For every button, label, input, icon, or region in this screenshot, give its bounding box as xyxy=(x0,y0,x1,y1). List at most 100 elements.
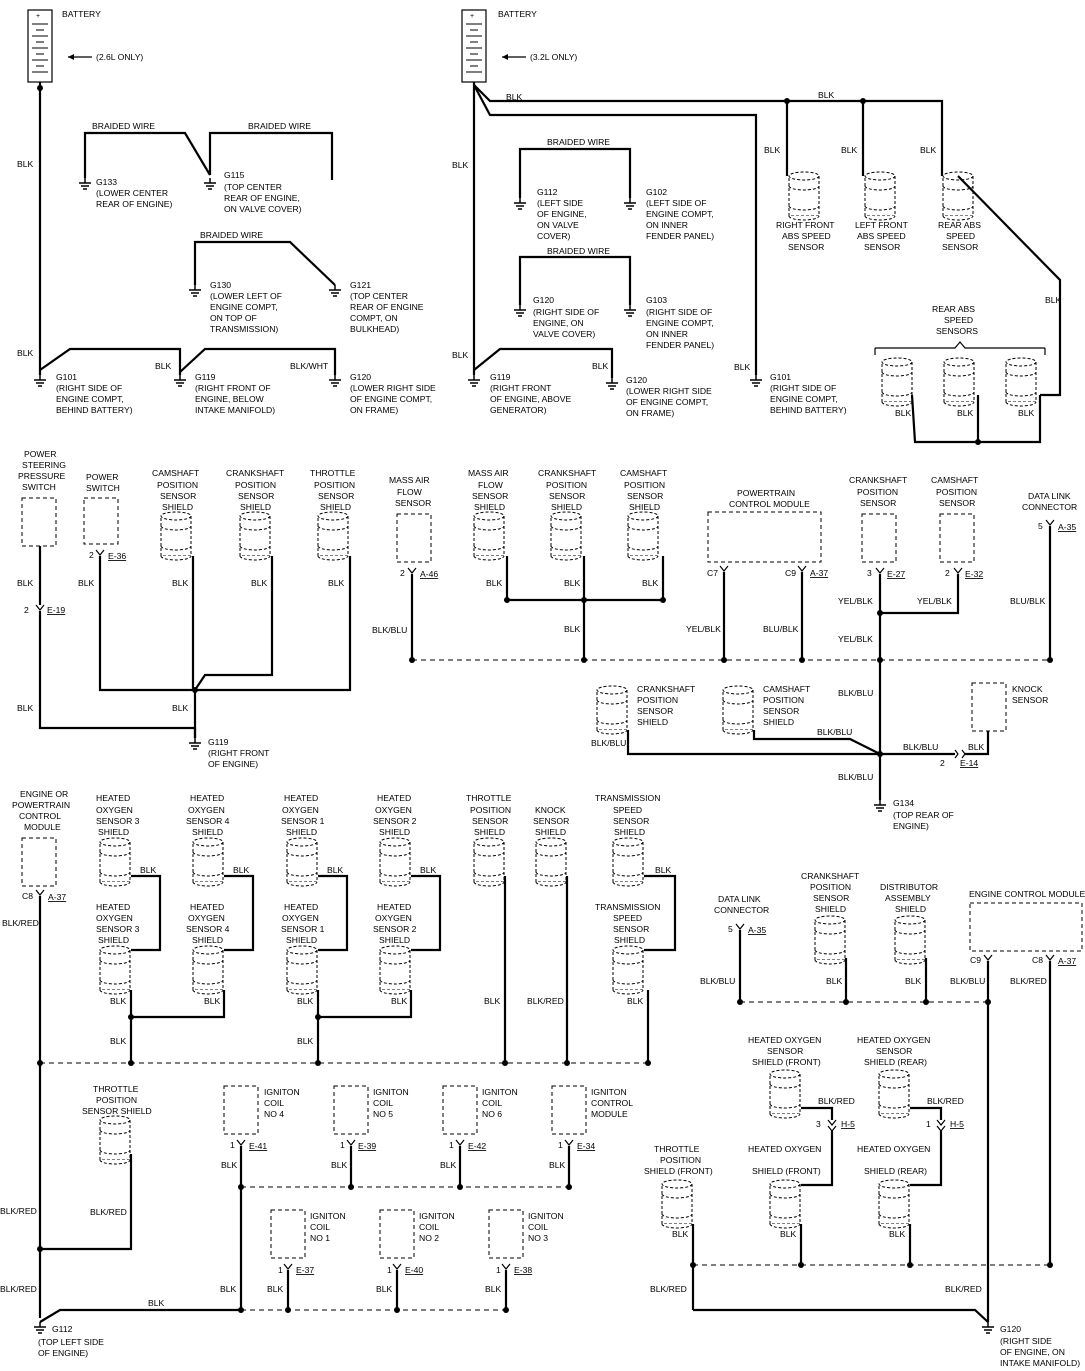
svg-text:SENSOR: SENSOR xyxy=(627,491,663,501)
svg-text:SHIELD: SHIELD xyxy=(98,935,129,945)
svg-text:+: + xyxy=(36,13,40,20)
ground-g120-a: G120 (LOWER RIGHT SIDE OF ENGINE COMPT, … xyxy=(350,372,436,415)
svg-text:BLK: BLK xyxy=(267,1284,284,1294)
svg-text:BLK/BLU: BLK/BLU xyxy=(817,727,852,737)
svg-text:BRAIDED WIRE: BRAIDED WIRE xyxy=(200,230,263,240)
svg-text:3: 3 xyxy=(816,1119,821,1129)
tps-shield-a: THROTTLE POSITION SENSOR SHIELD xyxy=(310,468,356,512)
svg-text:HEATED: HEATED xyxy=(190,793,224,803)
svg-text:OF ENGINE,: OF ENGINE, xyxy=(537,209,587,219)
ckp-shield-b: CRANKSHAFT POSITION SENSOR SHIELD xyxy=(538,468,597,512)
svg-text:COIL: COIL xyxy=(482,1098,502,1108)
svg-text:SHIELD: SHIELD xyxy=(535,827,566,837)
tps-shield-c: THROTTLE POSITION SENSOR SHIELD xyxy=(82,1084,152,1116)
svg-text:NO 3: NO 3 xyxy=(528,1233,548,1243)
svg-text:DATA LINK: DATA LINK xyxy=(718,894,761,904)
svg-text:CONNECTOR: CONNECTOR xyxy=(714,905,769,915)
svg-text:OXYGEN: OXYGEN xyxy=(282,913,319,923)
svg-text:BLK: BLK xyxy=(564,624,581,634)
svg-text:BATTERY: BATTERY xyxy=(498,9,537,19)
svg-text:SHIELD: SHIELD xyxy=(815,904,846,914)
svg-text:BLK/BLU: BLK/BLU xyxy=(591,738,626,748)
battery-2-6l: BATTERY + (2.6L ONLY) xyxy=(27,9,143,83)
svg-text:POSITION: POSITION xyxy=(314,480,355,490)
svg-text:SHIELD: SHIELD xyxy=(162,502,193,512)
svg-text:SENSOR 3: SENSOR 3 xyxy=(96,816,140,826)
svg-text:OF ENGINE): OF ENGINE) xyxy=(208,759,258,769)
svg-text:ENGINE COMPT,: ENGINE COMPT, xyxy=(770,394,838,404)
svg-text:SWITCH: SWITCH xyxy=(86,483,120,493)
svg-text:BLK: BLK xyxy=(221,1160,238,1170)
svg-text:BLK/RED: BLK/RED xyxy=(0,1206,37,1216)
svg-text:(LOWER LEFT OF: (LOWER LEFT OF xyxy=(210,291,282,301)
svg-text:BLK: BLK xyxy=(110,996,127,1006)
svg-text:BLK: BLK xyxy=(655,865,672,875)
svg-text:1: 1 xyxy=(387,1265,392,1275)
svg-text:SENSOR: SENSOR xyxy=(318,491,354,501)
svg-text:G112: G112 xyxy=(52,1324,73,1334)
svg-text:BLK: BLK xyxy=(484,996,501,1006)
svg-text:IGNITON: IGNITON xyxy=(528,1211,564,1221)
svg-text:BLK/RED: BLK/RED xyxy=(0,1284,37,1294)
svg-text:SHIELD: SHIELD xyxy=(614,827,645,837)
svg-text:LEFT FRONT: LEFT FRONT xyxy=(855,220,909,230)
svg-text:BLK: BLK xyxy=(331,1160,348,1170)
svg-text:H-5: H-5 xyxy=(841,1119,855,1129)
maf-sensor: MASS AIR FLOW SENSOR xyxy=(389,475,432,563)
svg-text:NO 2: NO 2 xyxy=(419,1233,439,1243)
svg-text:H-5: H-5 xyxy=(950,1119,964,1129)
svg-text:G119: G119 xyxy=(195,372,216,382)
svg-text:SENSOR: SENSOR xyxy=(533,816,569,826)
svg-text:MASS AIR: MASS AIR xyxy=(389,475,430,485)
ho2-shield-front: HEATED OXYGEN SENSOR SHIELD (FRONT) xyxy=(748,1035,821,1067)
svg-text:BLK: BLK xyxy=(17,159,34,169)
svg-text:(LEFT SIDE: (LEFT SIDE xyxy=(537,198,583,208)
svg-text:SENSOR: SENSOR xyxy=(613,816,649,826)
svg-text:G119: G119 xyxy=(490,372,511,382)
battery-label: BATTERY xyxy=(62,9,101,19)
ho2-shield-rear-2: HEATED OXYGEN SHIELD (REAR) xyxy=(857,1144,930,1176)
svg-text:BLK/RED: BLK/RED xyxy=(650,1284,687,1294)
svg-text:YEL/BLK: YEL/BLK xyxy=(838,634,873,644)
svg-text:SENSOR 1: SENSOR 1 xyxy=(281,816,325,826)
svg-text:SENSOR 2: SENSOR 2 xyxy=(373,924,417,934)
svg-text:G115: G115 xyxy=(224,170,245,180)
svg-text:BLK: BLK xyxy=(440,1160,457,1170)
svg-text:BLK: BLK xyxy=(780,1229,797,1239)
svg-text:HEATED: HEATED xyxy=(284,902,318,912)
svg-text:SPEED: SPEED xyxy=(613,805,642,815)
svg-text:(TOP REAR OF: (TOP REAR OF xyxy=(893,810,954,820)
svg-text:2: 2 xyxy=(400,568,405,578)
svg-text:(RIGHT FRONT OF: (RIGHT FRONT OF xyxy=(195,383,271,393)
svg-text:REAR ABS: REAR ABS xyxy=(938,220,981,230)
svg-text:REAR OF ENGINE,: REAR OF ENGINE, xyxy=(224,193,300,203)
svg-text:POSITION: POSITION xyxy=(857,487,898,497)
svg-text:(RIGHT SIDE: (RIGHT SIDE xyxy=(1000,1336,1052,1346)
svg-text:E-40: E-40 xyxy=(405,1265,423,1275)
svg-text:BLK: BLK xyxy=(841,145,858,155)
svg-text:BLK: BLK xyxy=(486,578,503,588)
ignition-control-module: IGNITON CONTROL MODULE xyxy=(551,1085,633,1135)
ho2s3-shield: HEATED OXYGEN SENSOR 3 SHIELD HEATED OXY… xyxy=(96,793,140,945)
svg-text:POSITION: POSITION xyxy=(810,882,851,892)
svg-text:POWER: POWER xyxy=(86,472,118,482)
rear-abs-sensors: REAR ABS SPEED SENSORS xyxy=(874,304,1046,355)
data-link-connector-b: DATA LINK CONNECTOR xyxy=(714,894,769,915)
svg-text:SENSOR 1: SENSOR 1 xyxy=(281,924,325,934)
svg-text:(RIGHT SIDE OF: (RIGHT SIDE OF xyxy=(770,383,836,393)
svg-text:OXYGEN: OXYGEN xyxy=(96,913,133,923)
ground-g119-a: G119 (RIGHT FRONT OF ENGINE, BELOW INTAK… xyxy=(195,372,275,415)
svg-text:VALVE COVER): VALVE COVER) xyxy=(533,329,595,339)
svg-text:NO 4: NO 4 xyxy=(264,1109,284,1119)
svg-text:BEHIND BATTERY): BEHIND BATTERY) xyxy=(56,405,133,415)
svg-text:REAR OF ENGINE): REAR OF ENGINE) xyxy=(96,199,173,209)
svg-text:CONNECTOR: CONNECTOR xyxy=(1022,502,1077,512)
battery-note-26: (2.6L ONLY) xyxy=(96,52,143,62)
svg-text:C7: C7 xyxy=(707,568,718,578)
svg-text:BLK/BLU: BLK/BLU xyxy=(950,976,985,986)
svg-text:COMPT, ON: COMPT, ON xyxy=(350,313,398,323)
powertrain-control-module: POWERTRAIN CONTROL MODULE xyxy=(707,488,822,563)
svg-text:SHIELD (FRONT): SHIELD (FRONT) xyxy=(644,1166,713,1176)
svg-text:NO 6: NO 6 xyxy=(482,1109,502,1119)
svg-text:POSITION: POSITION xyxy=(936,487,977,497)
